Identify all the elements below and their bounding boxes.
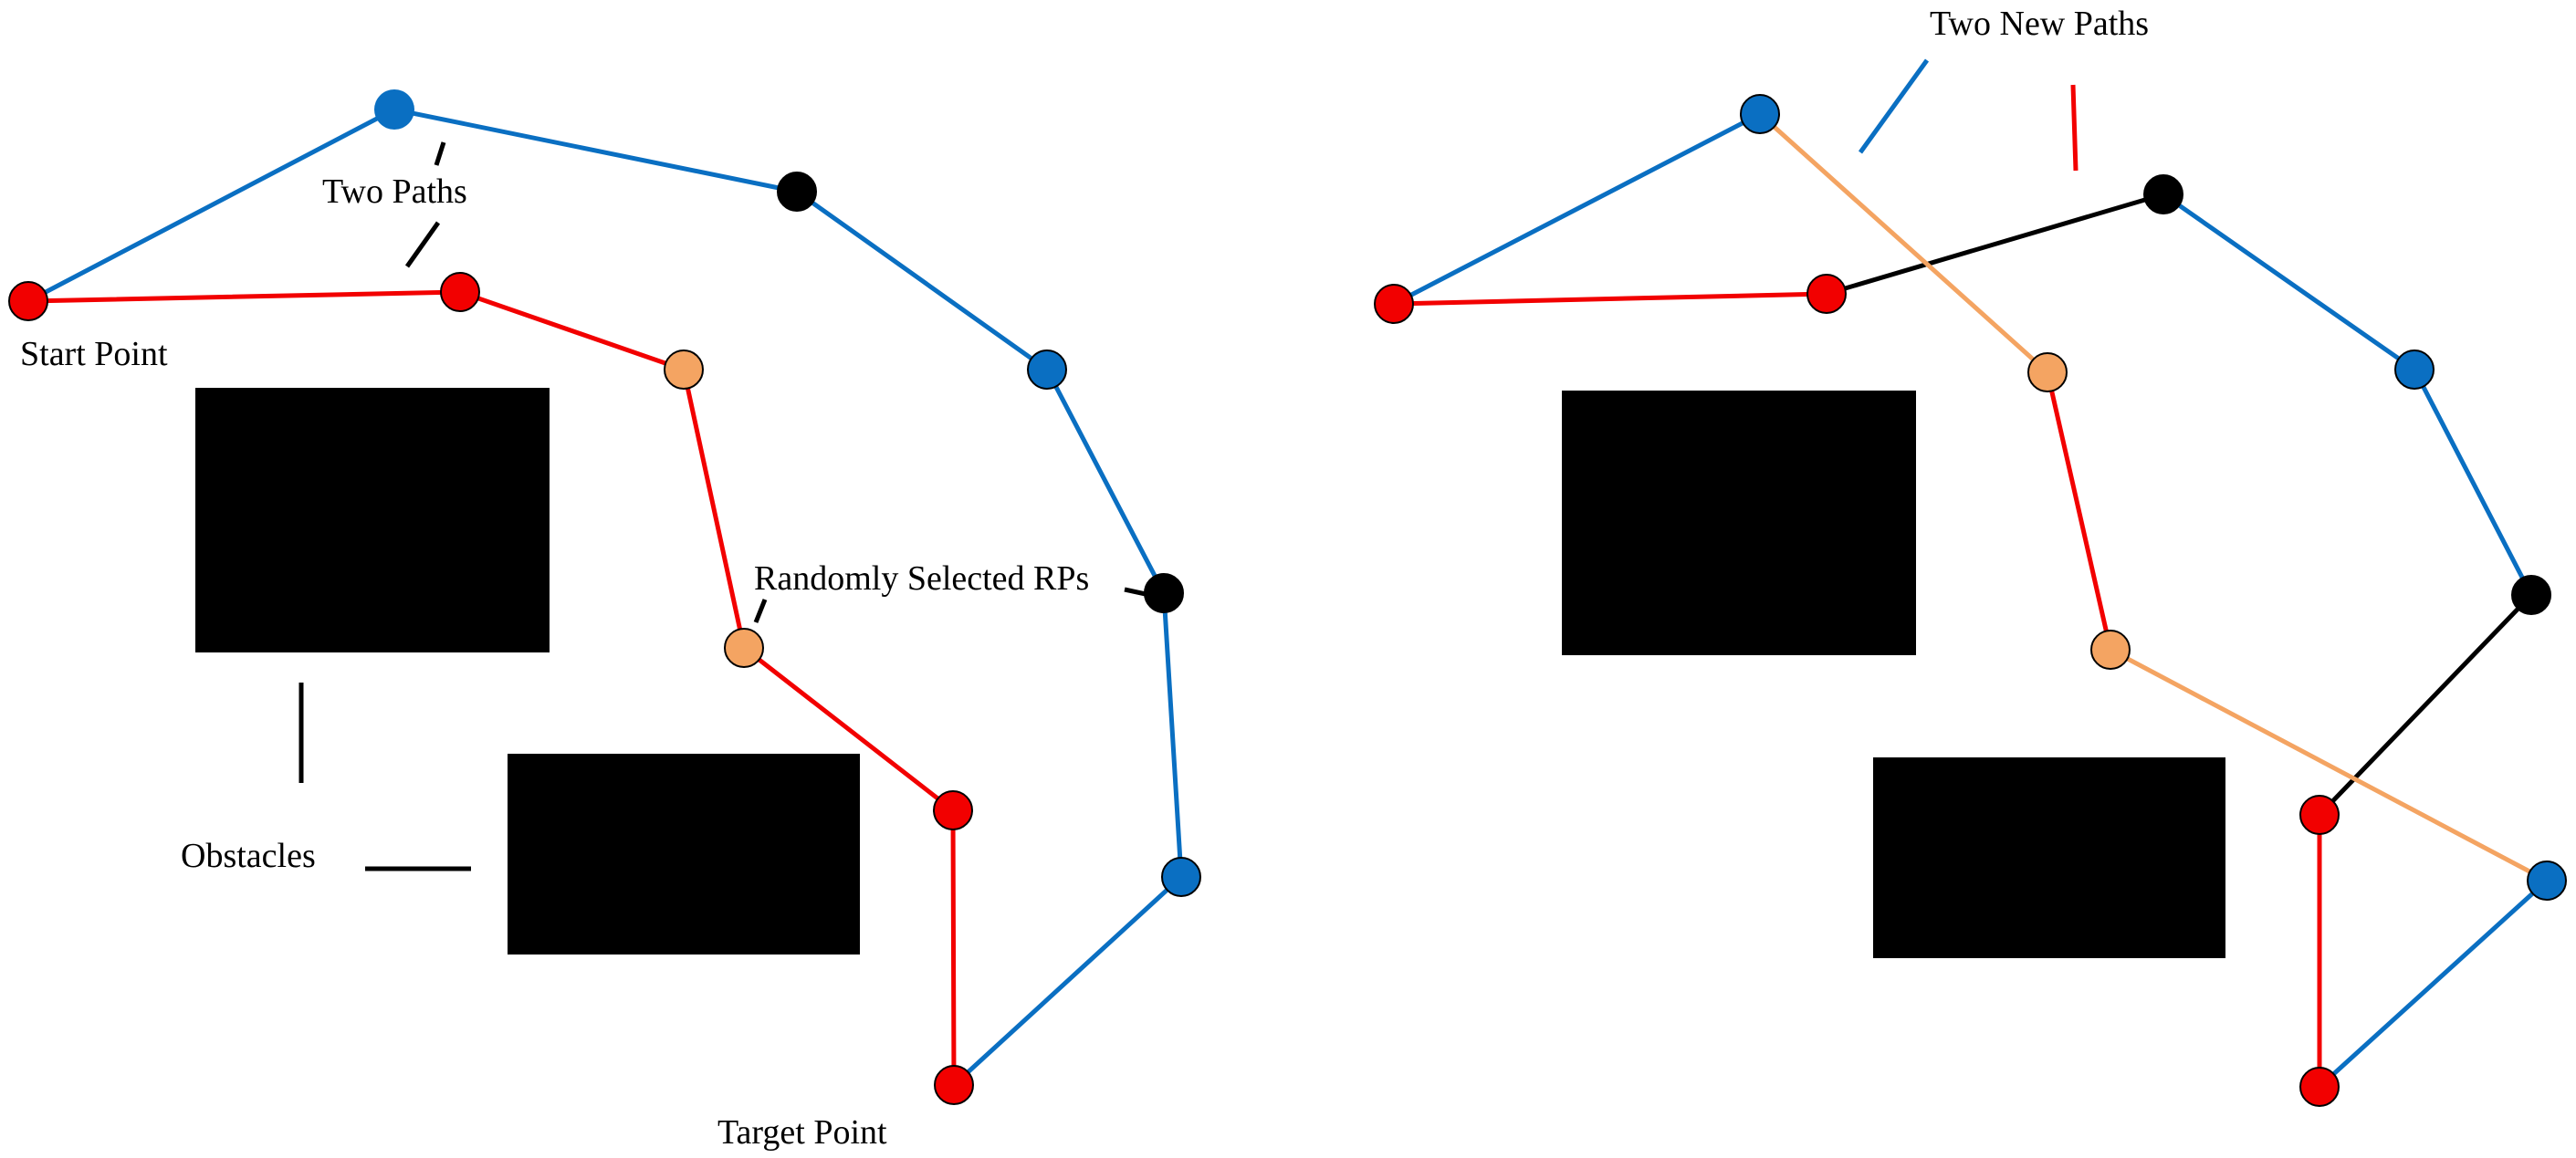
obstacle (508, 754, 860, 955)
blue-path-node (2527, 861, 2567, 901)
red-path-node (933, 790, 973, 830)
random-rp-node (1144, 573, 1184, 613)
swapped-orange-segment (1758, 112, 2049, 374)
swapped-orange-segment (2109, 647, 2549, 883)
target-node (934, 1065, 974, 1105)
obstacle (1873, 757, 2225, 958)
two-paths-label: Two Paths (322, 172, 467, 211)
blue-path-node (1027, 349, 1067, 390)
red-path-node (2299, 795, 2340, 835)
random-rp-node (2511, 575, 2551, 615)
red-path-node (440, 272, 480, 312)
swapped-black-segment (1826, 192, 2164, 297)
randomly-selected-rps-label: Randomly Selected RPs (754, 559, 1089, 598)
start-node (8, 281, 48, 321)
leader-line (434, 141, 446, 166)
new-red-path (1393, 291, 1827, 307)
blue-path-node (374, 89, 414, 130)
new-blue-path (2162, 192, 2534, 597)
red-path-node (1806, 274, 1847, 314)
random-rp-node (2143, 174, 2183, 214)
leader-line (2070, 84, 2079, 172)
obstacles-label: Obstacles (181, 837, 316, 875)
blue-path-node (1740, 94, 1780, 134)
target-point-label: Target Point (717, 1113, 887, 1152)
leader-line (1858, 58, 1930, 154)
right-panel: Two New Paths (1374, 5, 2567, 1107)
obstacle (1562, 391, 1916, 655)
random-rp-node (664, 349, 704, 390)
random-rp-node (777, 172, 817, 212)
left-panel: Two Paths Start Point Randomly Selected … (8, 89, 1201, 1152)
random-rp-node (2090, 630, 2131, 670)
two-new-paths-label: Two New Paths (1930, 5, 2149, 43)
random-rp-node (2027, 352, 2068, 392)
blue-path-node (1161, 857, 1201, 897)
red-path (27, 289, 957, 1086)
new-blue-path (1392, 111, 1762, 307)
obstacle (195, 388, 550, 652)
random-rp-node (724, 628, 764, 668)
new-blue-path (2318, 879, 2549, 1089)
new-red-path (2045, 371, 2113, 651)
blue-path-node (2394, 349, 2435, 390)
start-node (1374, 284, 1414, 324)
start-point-label: Start Point (20, 335, 168, 373)
leader-line (753, 599, 768, 623)
target-node (2299, 1067, 2340, 1107)
swapped-black-segment (2318, 593, 2533, 817)
leader-line (1124, 587, 1147, 597)
leader-line (404, 221, 441, 268)
